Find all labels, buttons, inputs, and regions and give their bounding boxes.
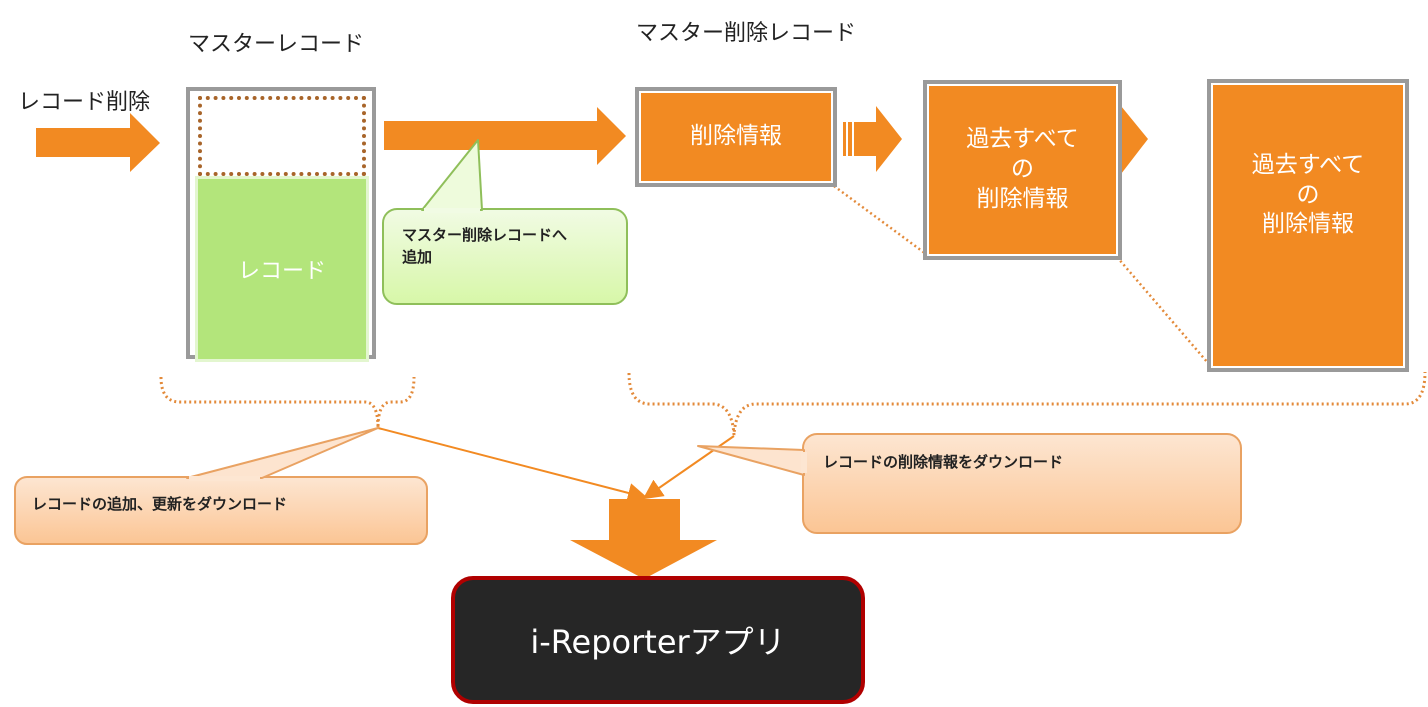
dotted-connector-1 xyxy=(833,184,927,256)
add-to-delete-arrow xyxy=(384,107,626,165)
dotted-connector-2 xyxy=(1116,256,1209,364)
brace-master-record xyxy=(159,376,416,429)
record-block: レコード xyxy=(198,179,366,359)
callout-line-2: 追加 xyxy=(402,247,433,266)
callout-download-add-update-shape xyxy=(14,427,428,545)
callout-download-delete-info: レコードの削除情報をダウンロード xyxy=(823,453,1064,471)
callout-line-1: マスター削除レコードへ xyxy=(402,226,568,244)
record-delete-label: レコード削除 xyxy=(18,90,151,115)
past-delete-line-2: の xyxy=(1296,181,1320,208)
past-delete-line-3: 削除情報 xyxy=(976,185,1069,212)
past-delete-line-1: 過去すべて xyxy=(1251,151,1365,178)
record-delete-arrow xyxy=(36,113,160,172)
callout-download-add-update: レコードの追加、更新をダウンロード xyxy=(32,495,288,513)
deleted-record-slot xyxy=(198,96,366,176)
delete-info-label: 削除情報 xyxy=(690,123,782,150)
past-delete-line-2: の xyxy=(1011,156,1034,183)
master-record-title: マスターレコード xyxy=(188,32,365,57)
thin-arrow-right xyxy=(642,435,735,500)
thin-arrow-left xyxy=(377,427,648,503)
past-delete-info-box-1: 過去すべて の 削除情報 xyxy=(923,80,1122,260)
callout-add-to-master-delete-shape xyxy=(382,139,628,305)
app-label: i-Reporterアプリ xyxy=(530,623,786,661)
striped-arrow-1 xyxy=(843,106,902,172)
master-delete-record-title: マスター削除レコード xyxy=(636,21,857,46)
brace-master-delete-record xyxy=(627,371,1427,436)
callout-download-delete-info-shape xyxy=(697,433,1242,534)
past-delete-line-1: 過去すべて xyxy=(966,126,1079,153)
big-down-arrow xyxy=(570,499,717,579)
callout-add-to-master-delete: マスター削除レコードへ 追加 xyxy=(402,225,567,269)
record-block-label: レコード xyxy=(237,259,326,284)
past-delete-info-box-2: 過去すべて の 削除情報 xyxy=(1207,79,1409,372)
past-delete-line-3: 削除情報 xyxy=(1262,211,1354,238)
master-record-container: レコード xyxy=(186,87,376,359)
delete-info-box: 削除情報 xyxy=(635,87,837,187)
i-reporter-app-box: i-Reporterアプリ xyxy=(451,576,865,704)
